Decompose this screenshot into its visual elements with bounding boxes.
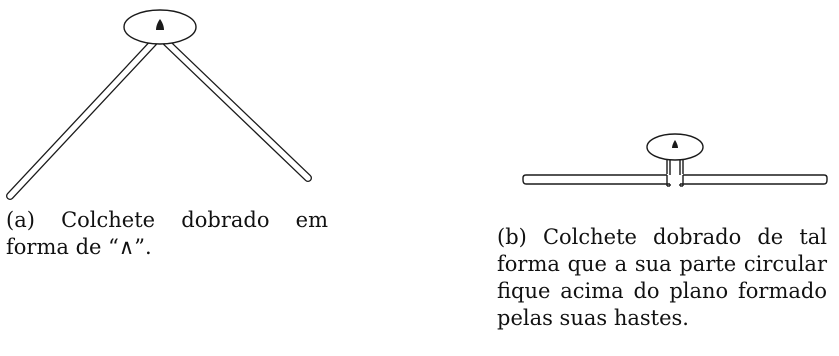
caption-b: (b) Colchete dobrado de tal forma que a … — [497, 225, 827, 330]
fastener-b-stem — [666, 159, 684, 187]
fastener-b — [522, 133, 828, 187]
fastener-a-pin — [156, 19, 164, 30]
fastener-a — [6, 9, 312, 200]
fastener-a-left-leg — [6, 38, 158, 200]
fastener-b-left-leg — [522, 174, 670, 185]
fastener-a-right-leg — [162, 38, 312, 182]
fastener-b-pin — [672, 140, 678, 148]
fastener-b-right-leg — [680, 174, 828, 185]
caption-a: (a) Colchete dobrado em forma de “∧”. — [6, 208, 328, 259]
